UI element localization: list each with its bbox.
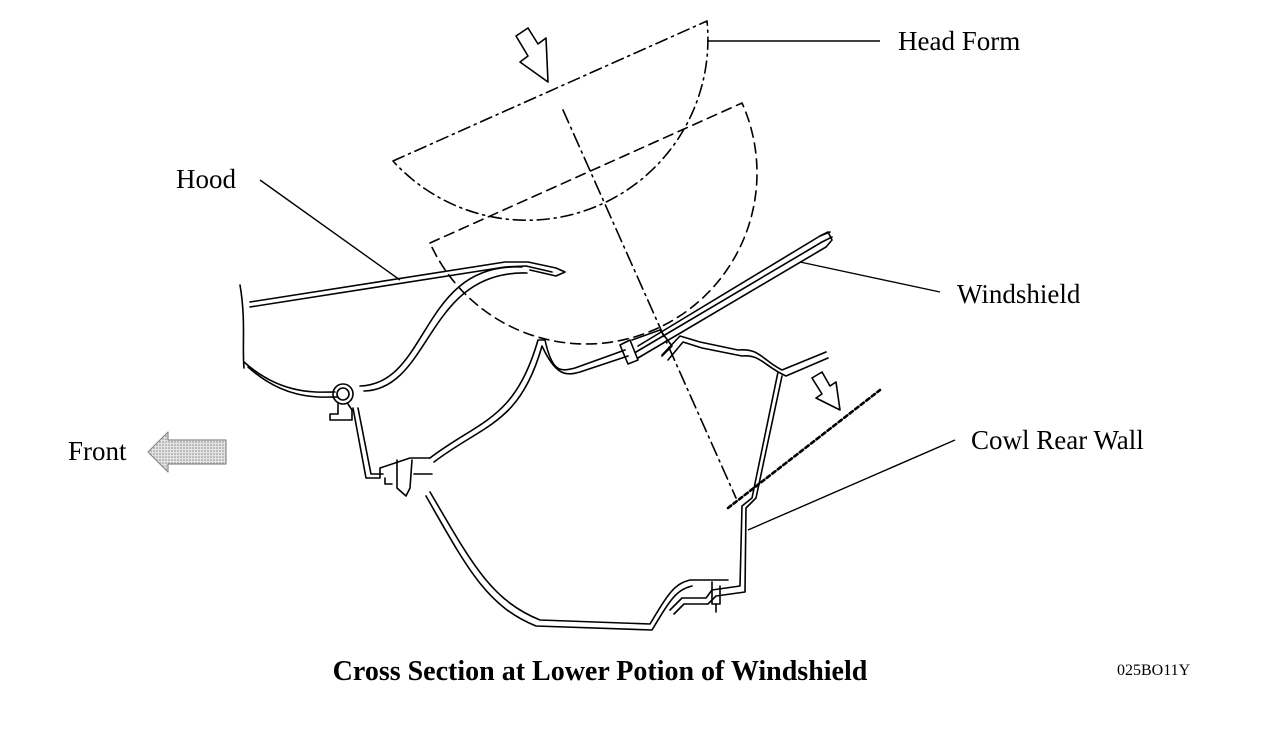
hood-leader [259, 179, 401, 281]
figure-id: 025BO11Y [1117, 662, 1191, 679]
deformed-wall-line [726, 388, 882, 510]
left-arrow-icon [147, 431, 227, 473]
hood-panel [239, 261, 566, 421]
head-form-upper-outline [392, 20, 709, 221]
head-form-centerline [562, 109, 737, 499]
figure-caption: Cross Section at Lower Potion of Windshi… [332, 656, 868, 687]
cowl-rear-wall-leader [747, 439, 956, 531]
windshield-glass [631, 231, 833, 359]
down-right-arrow-icon [811, 371, 841, 411]
windshield-label: Windshield [957, 279, 1081, 309]
cowl-rear-wall [425, 335, 829, 631]
head-form-label: Head Form [898, 26, 1021, 56]
down-right-arrow-icon [515, 27, 549, 83]
cowl-upper-panel [352, 339, 639, 497]
front-label: Front [68, 436, 127, 466]
windshield-leader [799, 261, 941, 293]
cowl-rear-wall-label: Cowl Rear Wall [971, 425, 1144, 455]
head-form-lower-outline [429, 102, 758, 345]
hood-label: Hood [176, 164, 236, 194]
